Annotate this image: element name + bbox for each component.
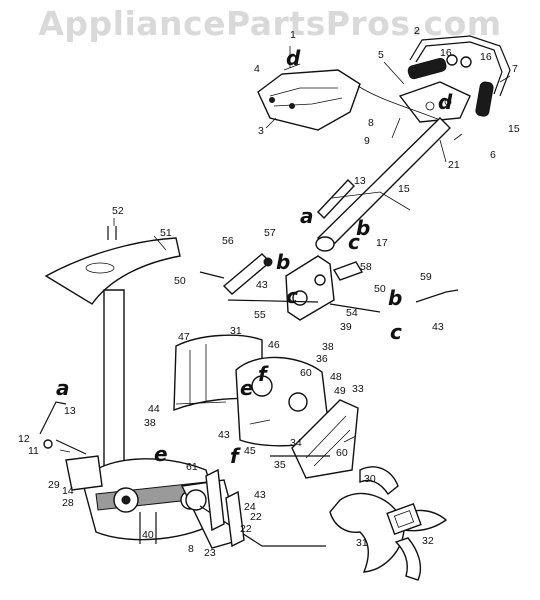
callout-21: 21 bbox=[448, 159, 460, 171]
callout-22-lower: 22 bbox=[240, 523, 252, 535]
callout-61: 61 bbox=[186, 461, 198, 473]
right-tine-guard bbox=[235, 356, 359, 479]
callout-33: 33 bbox=[352, 383, 364, 395]
watermark: AppliancePartsPros.com bbox=[38, 4, 502, 43]
callout-24: 24 bbox=[244, 501, 256, 513]
letter-f-guard: f bbox=[258, 362, 267, 386]
callout-45: 45 bbox=[244, 445, 256, 457]
letter-e-case: e bbox=[154, 442, 168, 466]
callout-31-bottom: 31 bbox=[356, 537, 368, 549]
callout-38-top: 38 bbox=[322, 341, 334, 353]
callout-9: 9 bbox=[364, 135, 370, 147]
letter-a-lever: a bbox=[56, 376, 70, 400]
callout-34: 34 bbox=[290, 437, 302, 449]
callout-59: 59 bbox=[420, 271, 432, 283]
handlebar bbox=[398, 35, 511, 123]
callout-22-upper: 22 bbox=[250, 511, 262, 523]
letter-b-bracket: b bbox=[276, 250, 291, 274]
callout-32: 32 bbox=[422, 535, 434, 547]
letter-b-pin: b bbox=[388, 286, 403, 310]
callout-43-axle: 43 bbox=[254, 489, 266, 501]
callout-58: 58 bbox=[360, 261, 372, 273]
callout-7: 7 bbox=[512, 63, 518, 75]
callout-14: 14 bbox=[62, 485, 74, 497]
letter-b-tube: b bbox=[356, 216, 371, 240]
callout-44: 44 bbox=[148, 403, 160, 415]
callout-15-right: 15 bbox=[508, 123, 520, 135]
letter-c-nut: c bbox=[390, 320, 402, 344]
callout-43-bracket: 43 bbox=[256, 279, 268, 291]
callout-8-bottom: 8 bbox=[188, 543, 194, 555]
letter-e-guard: e bbox=[240, 376, 254, 400]
callout-12: 12 bbox=[18, 433, 30, 445]
callout-31-top: 31 bbox=[230, 325, 242, 337]
callout-38-left: 38 bbox=[144, 417, 156, 429]
engine-cover bbox=[257, 69, 361, 131]
callout-40: 40 bbox=[142, 529, 154, 541]
letter-a-tube: a bbox=[300, 204, 314, 228]
callout-60-lower: 60 bbox=[336, 447, 348, 459]
callout-30: 30 bbox=[364, 473, 376, 485]
callout-13-top: 13 bbox=[354, 175, 366, 187]
callout-36: 36 bbox=[316, 353, 328, 365]
callout-16-left: 16 bbox=[440, 47, 452, 59]
callout-6: 6 bbox=[490, 149, 496, 161]
callout-39: 39 bbox=[340, 321, 352, 333]
callout-47: 47 bbox=[178, 331, 190, 343]
callout-3: 3 bbox=[258, 125, 264, 137]
callout-11: 11 bbox=[28, 445, 39, 457]
callout-54: 54 bbox=[346, 307, 358, 319]
letter-d-cover: d bbox=[286, 46, 301, 70]
callout-2: 2 bbox=[414, 25, 420, 37]
axle-assembly bbox=[185, 455, 330, 548]
letter-c-bracket: c bbox=[286, 284, 298, 308]
callout-48: 48 bbox=[330, 371, 342, 383]
letter-c-tube: c bbox=[348, 230, 360, 254]
callout-23: 23 bbox=[204, 547, 216, 559]
callout-52: 52 bbox=[112, 205, 124, 217]
letter-d-handle: d bbox=[438, 90, 453, 114]
callout-35: 35 bbox=[274, 459, 286, 471]
callout-50-left: 50 bbox=[174, 275, 186, 287]
callout-4: 4 bbox=[254, 63, 260, 75]
tine-shield bbox=[44, 226, 181, 471]
callout-29: 29 bbox=[48, 479, 60, 491]
callout-57: 57 bbox=[264, 227, 276, 239]
drag-bar-lever bbox=[39, 401, 103, 491]
callout-28: 28 bbox=[62, 497, 74, 509]
callout-16-right: 16 bbox=[480, 51, 492, 63]
callout-55: 55 bbox=[254, 309, 266, 321]
callout-17: 17 bbox=[376, 237, 388, 249]
handle-tube bbox=[315, 117, 451, 252]
tine-assembly bbox=[329, 466, 448, 581]
callout-50-right: 50 bbox=[374, 283, 386, 295]
leader-lines bbox=[59, 61, 511, 453]
depth-bracket bbox=[199, 253, 459, 321]
cable-5 bbox=[357, 85, 441, 121]
callout-49: 49 bbox=[334, 385, 346, 397]
callout-56: 56 bbox=[222, 235, 234, 247]
callout-13-left: 13 bbox=[64, 405, 76, 417]
letter-f-lower: f bbox=[230, 444, 239, 468]
callout-1: 1 bbox=[290, 29, 296, 41]
callout-60-upper: 60 bbox=[300, 367, 312, 379]
callout-46: 46 bbox=[268, 339, 280, 351]
callout-5: 5 bbox=[378, 49, 384, 61]
callout-43-guard: 43 bbox=[218, 429, 230, 441]
callout-51: 51 bbox=[160, 227, 172, 239]
callout-8-top: 8 bbox=[368, 117, 374, 129]
callout-43-nut: 43 bbox=[432, 321, 444, 333]
callout-15-mid: 15 bbox=[398, 183, 410, 195]
